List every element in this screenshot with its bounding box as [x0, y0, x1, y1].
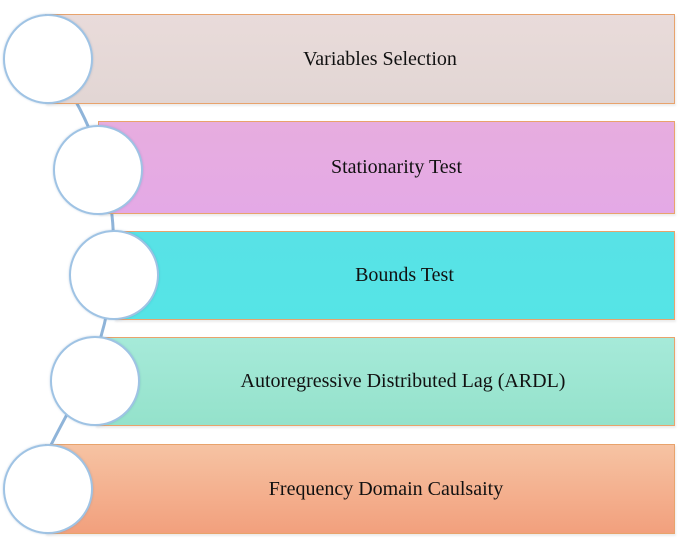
step-label: Frequency Domain Caulsaity — [268, 477, 504, 500]
step-ardl: Autoregressive Distributed Lag (ARDL) — [95, 337, 675, 426]
step-variables-selection: Variables Selection — [45, 14, 675, 104]
step-stationarity-test: Stationarity Test — [98, 121, 675, 214]
step-label: Variables Selection — [303, 47, 457, 70]
step-bullet-circle — [3, 444, 93, 534]
step-bullet-circle — [50, 336, 140, 426]
step-bullet-circle — [53, 125, 143, 215]
step-label: Stationarity Test — [331, 156, 462, 178]
step-label: Bounds Test — [355, 264, 454, 286]
step-label: Autoregressive Distributed Lag (ARDL) — [240, 370, 566, 392]
step-bullet-circle — [3, 14, 93, 104]
step-frequency-domain-causality: Frequency Domain Caulsaity — [45, 444, 675, 534]
step-bullet-circle — [69, 230, 159, 320]
step-bounds-test: Bounds Test — [114, 231, 675, 320]
